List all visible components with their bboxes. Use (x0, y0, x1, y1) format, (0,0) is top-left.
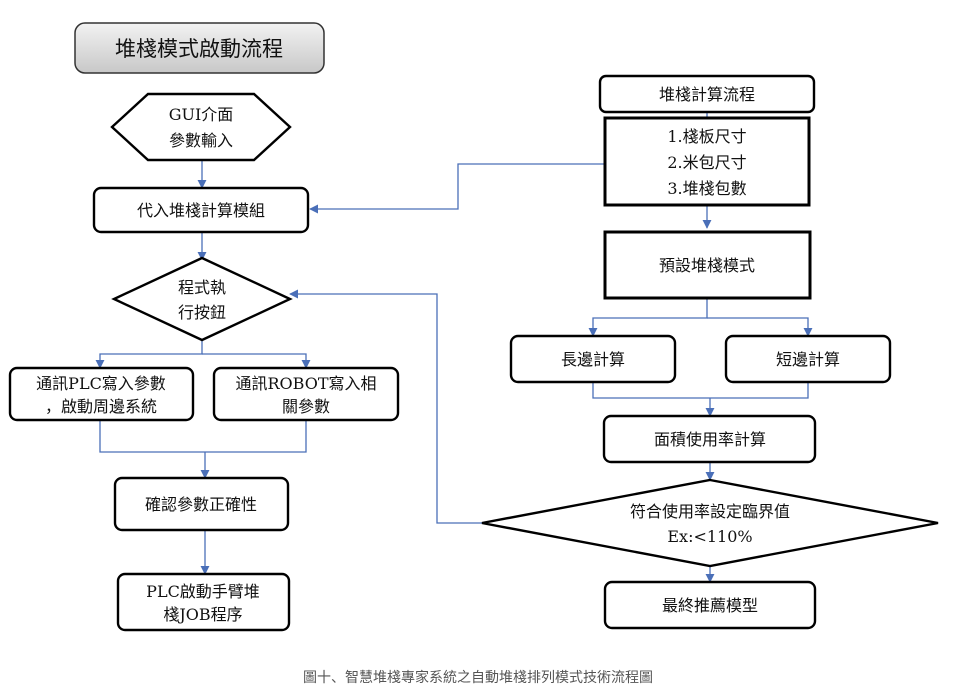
edge-run-to-robot (202, 353, 311, 369)
robot-comm-line-1: 通訊ROBOT寫入相 (235, 374, 376, 393)
edge-join-comm (99, 420, 307, 453)
title-box: 堆棧模式啟動流程 (74, 22, 325, 74)
long-side-box: 長邊計算 (509, 334, 677, 384)
calc-flow-label: 堆棧計算流程 (659, 85, 755, 104)
threshold-diamond: 符合使用率設定臨界值 Ex:<110% (481, 478, 939, 568)
diagram-title: 堆棧模式啟動流程 (115, 37, 283, 61)
plc-start-box: PLC啟動手臂堆 棧JOB程序 (116, 572, 291, 632)
gui-input-line-1: GUI介面 (169, 105, 234, 124)
robot-comm-box: 通訊ROBOT寫入相 關參數 (212, 366, 400, 422)
threshold-line-1: 符合使用率設定臨界值 (630, 502, 790, 521)
short-side-label: 短邊計算 (776, 350, 840, 369)
threshold-line-2: Ex:<110% (667, 527, 752, 546)
plc-comm-box: 通訊PLC寫入參數 ，啟動周邊系統 (8, 366, 195, 422)
edge-preset-to-short (707, 317, 813, 337)
inputs-box: 1.棧板尺寸 2.米包尺寸 3.堆棧包數 (603, 116, 811, 207)
confirm-box: 確認參數正確性 (113, 476, 290, 532)
edge-inputs-to-module (309, 163, 605, 214)
plc-comm-line-1: 通訊PLC寫入參數 (36, 374, 166, 393)
figure-caption: 圖十、智慧堆棧專家系統之自動堆棧排列模式技術流程圖 (303, 669, 653, 686)
input-stack-count: 3.堆棧包數 (667, 179, 746, 198)
area-usage-box: 面積使用率計算 (602, 414, 817, 464)
gui-input-hexagon: GUI介面 參數輸入 (110, 92, 292, 162)
plc-start-line-1: PLC啟動手臂堆 (146, 582, 260, 601)
run-button-line-1: 程式執 (178, 278, 226, 297)
confirm-label: 確認參數正確性 (145, 495, 257, 514)
run-button-diamond: 程式執 行按鈕 (111, 256, 293, 342)
run-button-line-2: 行按鈕 (178, 303, 226, 322)
calc-module-label: 代入堆棧計算模組 (137, 201, 265, 220)
edge-threshold-to-run (289, 289, 482, 524)
plc-comm-line-2: ，啟動周邊系統 (45, 397, 157, 416)
recommend-box: 最終推薦模型 (603, 580, 817, 630)
edge-preset-to-long (588, 298, 708, 337)
connectors (95, 112, 813, 583)
gui-input-line-2: 參數輸入 (169, 131, 233, 150)
calc-module-box: 代入堆棧計算模組 (92, 186, 310, 234)
area-usage-label: 面積使用率計算 (654, 430, 766, 449)
recommend-label: 最終推薦模型 (662, 596, 758, 615)
long-side-label: 長邊計算 (561, 350, 625, 369)
edge-run-to-plc (95, 338, 203, 369)
short-side-box: 短邊計算 (724, 334, 892, 384)
input-bag-size: 2.米包尺寸 (667, 153, 746, 172)
robot-comm-line-2: 關參數 (282, 397, 330, 416)
plc-start-line-2: 棧JOB程序 (163, 605, 242, 624)
preset-box: 預設堆棧模式 (603, 230, 812, 300)
input-pallet-size: 1.棧板尺寸 (667, 127, 746, 146)
calc-flow-box: 堆棧計算流程 (598, 74, 816, 114)
edge-join-sides (592, 382, 809, 399)
preset-label: 預設堆棧模式 (659, 256, 755, 275)
